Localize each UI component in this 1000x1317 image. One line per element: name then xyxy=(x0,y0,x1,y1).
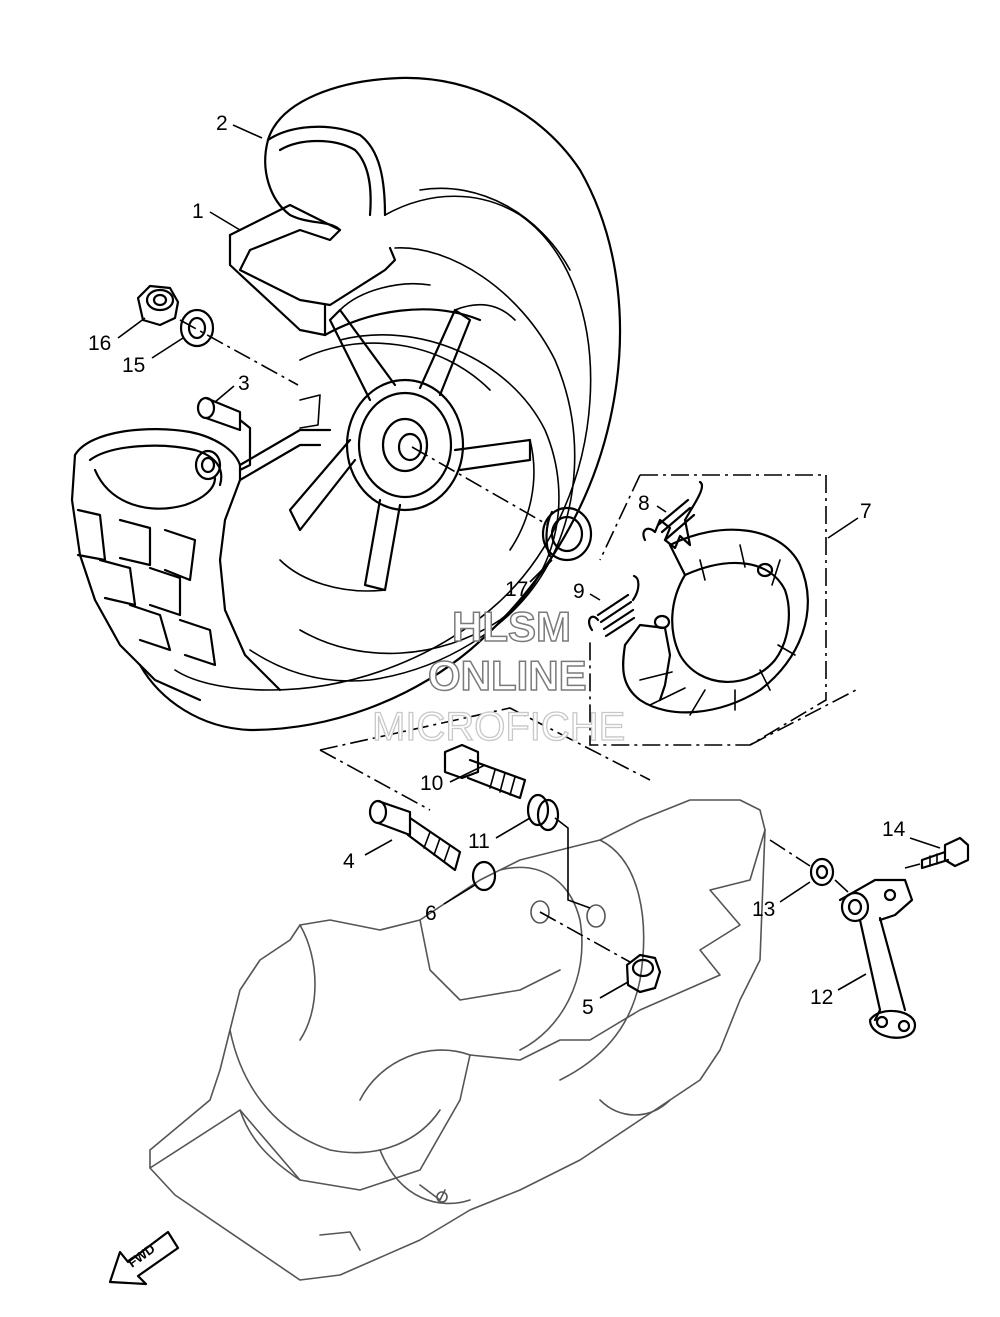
watermark: HLSM ONLINE MICROFICHE xyxy=(371,602,626,749)
leader-lines xyxy=(117,124,941,999)
callout-2: 2 xyxy=(216,112,228,135)
assembly-lines xyxy=(179,319,921,963)
part-12-brake-lever xyxy=(838,878,917,1039)
part-9-spring xyxy=(588,574,640,638)
callout-15: 15 xyxy=(122,354,145,377)
swing-arm-housing xyxy=(70,394,332,702)
part-7-brake-shoe-kit xyxy=(589,474,857,746)
callout-8: 8 xyxy=(638,492,650,515)
part-14-bolt xyxy=(920,836,970,870)
callout-6: 6 xyxy=(425,902,437,925)
callout-7: 7 xyxy=(860,500,872,523)
callout-17: 17 xyxy=(505,578,528,601)
callout-5: 5 xyxy=(582,996,594,1019)
callout-3: 3 xyxy=(238,372,250,395)
part-17-collar xyxy=(541,506,593,562)
callout-9: 9 xyxy=(573,580,585,603)
part-16-nut xyxy=(136,284,180,327)
callout-16: 16 xyxy=(88,332,111,355)
watermark-line-3: MICROFICHE xyxy=(372,705,625,749)
engine-crankcase xyxy=(149,799,766,1281)
callout-1: 1 xyxy=(192,200,204,223)
part-5-nut xyxy=(625,953,662,994)
watermark-line-2: ONLINE xyxy=(428,652,587,699)
part-6-o-ring xyxy=(471,860,497,892)
subassembly-box xyxy=(319,707,651,909)
callout-4: 4 xyxy=(343,850,355,873)
wheel-rim xyxy=(228,203,576,682)
part-15-washer xyxy=(179,308,215,348)
callout-12: 12 xyxy=(810,986,833,1009)
callout-labels: 2 1 3 16 15 17 7 8 9 10 11 4 6 5 13 14 1… xyxy=(88,112,906,1019)
callout-11: 11 xyxy=(468,830,490,853)
callout-14: 14 xyxy=(882,818,906,841)
tire xyxy=(138,76,622,732)
watermark-line-1: HLSM xyxy=(452,603,571,650)
callout-10: 10 xyxy=(420,772,443,795)
callout-13: 13 xyxy=(752,898,775,921)
part-11-o-rings xyxy=(526,793,560,832)
fwd-direction-arrow: FWD xyxy=(108,1230,180,1286)
part-3-shaft xyxy=(196,396,252,472)
part-8-spring xyxy=(642,480,704,550)
part-10-camshaft xyxy=(443,743,527,800)
part-13-washer xyxy=(809,857,835,887)
part-4-shaft xyxy=(368,799,462,872)
